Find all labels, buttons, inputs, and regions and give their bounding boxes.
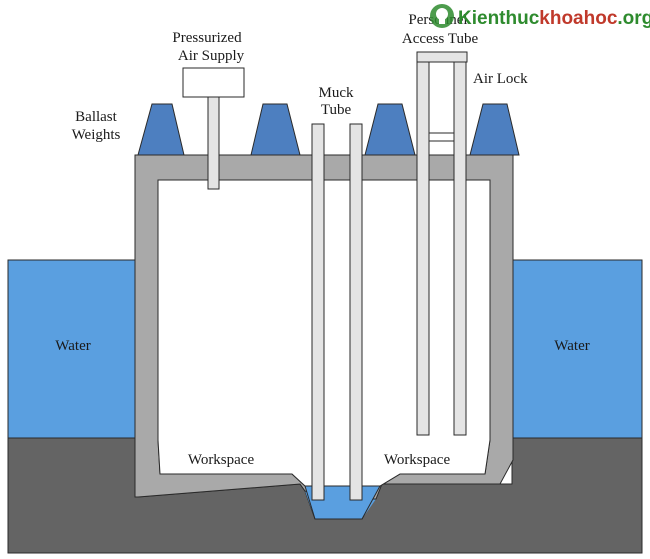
air-lock-door [428, 132, 455, 142]
label-ballast-line1: Ballast [75, 109, 117, 125]
access-tube-cap [416, 51, 468, 63]
label-air-supply-line2: Air Supply [178, 48, 245, 64]
label-water-right: Water [554, 338, 589, 354]
watermark-tld: .org [617, 8, 650, 29]
muck-tube-left-wall [311, 123, 325, 501]
ballast-weight-3 [364, 103, 416, 156]
muck-tube-right-wall [349, 123, 363, 501]
access-tube-left-wall [416, 61, 430, 436]
ballast-weight-4 [469, 103, 520, 156]
ballast-weight-1 [137, 103, 185, 156]
label-water-left: Water [55, 338, 90, 354]
label-air-supply-line1: Pressurized [172, 30, 242, 46]
svg-text:Kienthuckhoahoc.org: Kienthuckhoahoc.org [458, 8, 650, 29]
label-air-lock: Air Lock [473, 71, 528, 87]
watermark-brand-b: khoahoc [539, 8, 618, 29]
label-access-tube-line2: Access Tube [402, 31, 479, 47]
label-ballast-line2: Weights [72, 127, 121, 143]
label-workspace-right: Workspace [384, 452, 451, 468]
water-right [511, 259, 643, 441]
label-workspace-left: Workspace [188, 452, 255, 468]
access-tube-right-wall [453, 61, 467, 436]
ballast-weight-2 [250, 103, 301, 156]
air-supply-box [182, 67, 245, 98]
watermark: Kienthuckhoahoc.org [430, 4, 650, 29]
water-left [7, 259, 139, 441]
label-muck-line1: Muck [319, 85, 354, 101]
label-muck-line2: Tube [321, 102, 352, 118]
watermark-brand-a: Kienthuc [458, 8, 540, 29]
lightbulb-icon [430, 4, 454, 28]
air-supply-pipe [207, 96, 220, 190]
